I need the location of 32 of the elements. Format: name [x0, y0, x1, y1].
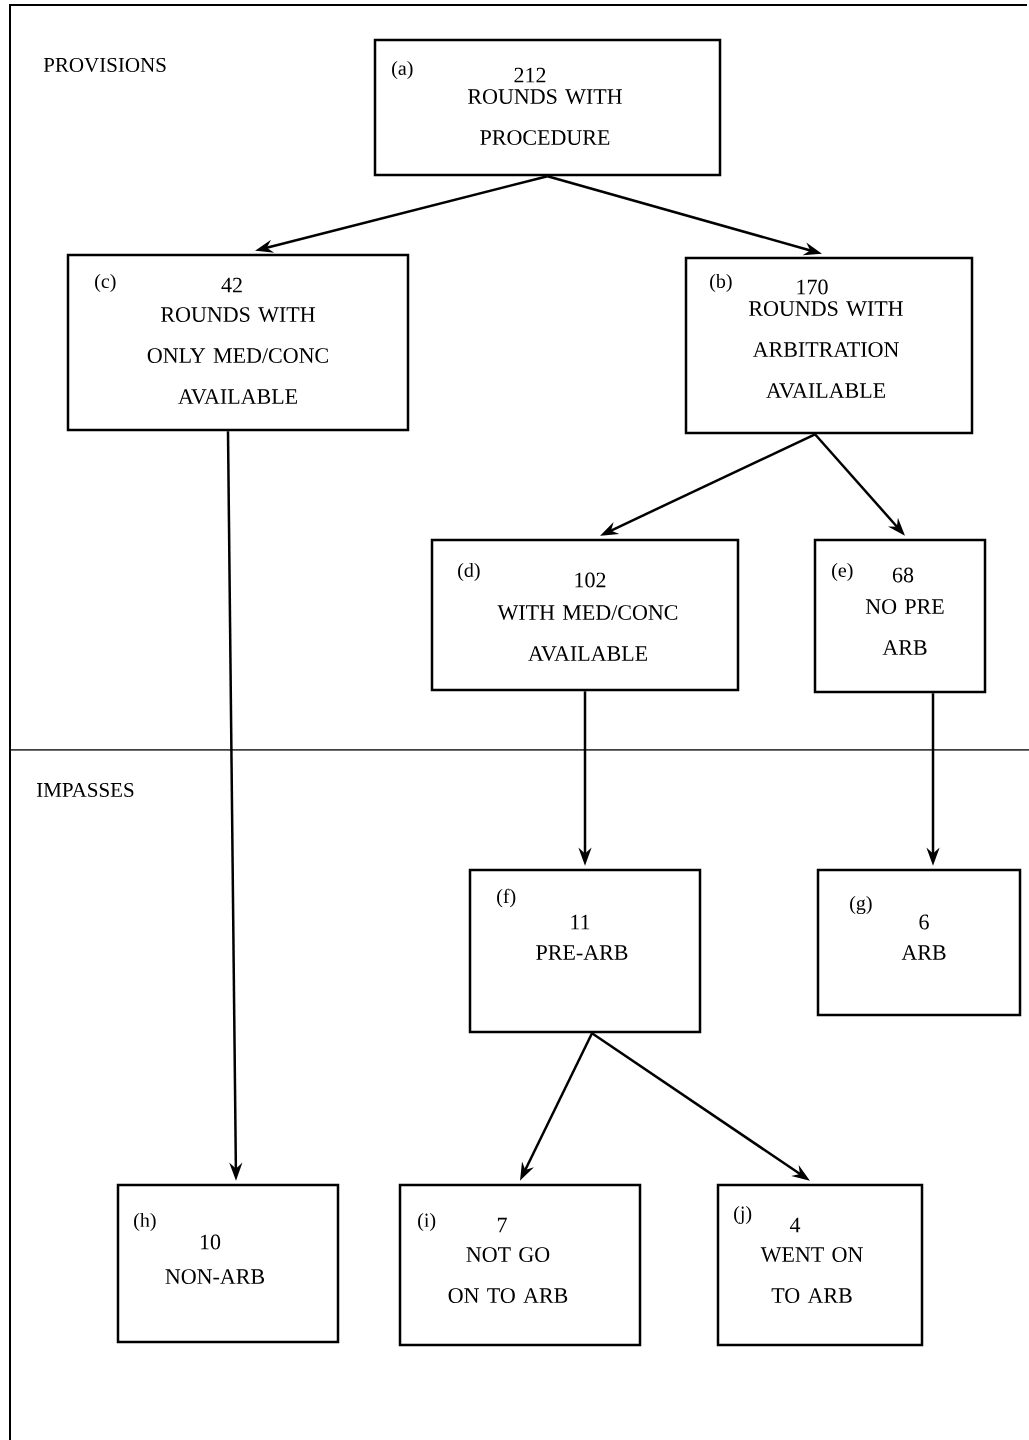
item-letter: (g) [850, 895, 872, 915]
count-number: 68 [892, 567, 914, 583]
section-label: PROVISIONS [43, 57, 166, 73]
count-number: 170 [797, 279, 828, 295]
count-number: 11 [571, 914, 590, 930]
count-number: 6 [919, 914, 929, 930]
item-letter: (j) [734, 1205, 752, 1225]
item-letter: (b) [710, 273, 732, 293]
item-letter: (i) [418, 1212, 436, 1232]
item-letter: (a) [392, 60, 413, 80]
count-number: 10 [200, 1234, 221, 1250]
box-text: ROUNDS WITH ARBITRATION AVAILABLE [749, 301, 903, 399]
item-letter: (d) [458, 562, 480, 582]
box-text: WENT ON TO ARB [760, 1247, 863, 1303]
item-letter: (f) [497, 888, 516, 908]
count-number: 102 [575, 572, 606, 588]
box-text: NO PRE ARB [865, 599, 944, 655]
item-letter: (c) [95, 273, 116, 293]
box-text: ARB [901, 945, 946, 960]
count-number: 212 [514, 67, 546, 83]
count-number: 4 [789, 1217, 801, 1233]
count-number: 42 [221, 277, 242, 293]
box-text: WITH MED/CONC AVAILABLE [497, 605, 678, 662]
count-number: 7 [497, 1217, 507, 1233]
box-text: PRE-ARB [536, 945, 628, 960]
box-text: NON-ARB [165, 1269, 264, 1284]
item-letter: (h) [134, 1212, 156, 1232]
item-letter: (e) [832, 562, 853, 582]
box-text: ROUNDS WITH PROCEDURE [468, 89, 622, 145]
section-label: IMPASSES [36, 782, 134, 798]
box-text: ROUNDS WITH ONLY MED/CONC AVAILABLE [147, 307, 328, 405]
box-text: NOT GO ON TO ARB [448, 1247, 568, 1303]
